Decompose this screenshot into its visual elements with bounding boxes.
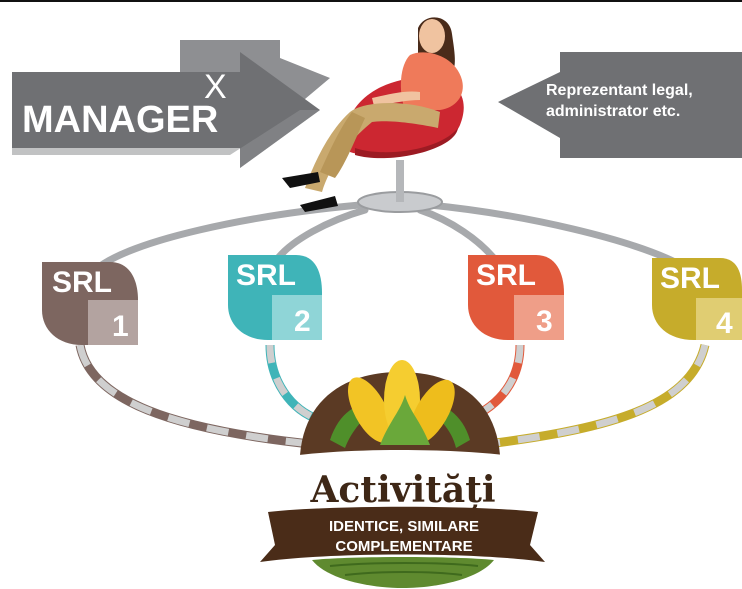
manager-figure <box>282 17 464 213</box>
manager-x-label: X <box>204 68 227 106</box>
srl-tag-1-number-panel <box>88 300 138 345</box>
representative-line-2: administrator etc. <box>546 103 680 120</box>
manager-label: MANAGER <box>22 99 218 141</box>
srl-tag-4-number-panel <box>696 298 742 340</box>
connector-lines <box>91 201 679 274</box>
leaf-right-icon <box>418 401 470 448</box>
representative-arrow-body <box>498 52 742 158</box>
arm-icon <box>372 91 420 106</box>
representative-arrow: Reprezentant legal, administrator etc. <box>498 52 742 158</box>
title-band <box>258 450 548 508</box>
connector-srl-1 <box>91 201 364 274</box>
head-icon <box>419 19 445 53</box>
chair-shadow <box>355 128 458 159</box>
husk-icon <box>380 395 430 445</box>
chair-stem <box>396 160 404 202</box>
activities-line-1: IDENTICE, SIMILARE <box>329 518 479 535</box>
srl-tag-1: SRL 1 <box>42 262 138 345</box>
link-srl-1-dash <box>76 344 321 449</box>
subtitle-banner <box>260 506 545 562</box>
top-border <box>0 0 742 2</box>
srl-tag-4-number: 4 <box>716 307 733 340</box>
shoe-right-icon <box>300 196 338 212</box>
srl-tag-1-number: 1 <box>112 310 129 343</box>
connector-srl-2 <box>271 206 369 266</box>
cob-left-icon <box>347 377 393 443</box>
leg-front-icon <box>320 112 365 178</box>
srl-tag-1-label: SRL <box>52 266 112 299</box>
corn-icon <box>330 360 470 448</box>
activity-links <box>75 343 710 450</box>
srl-tag-4: SRL 4 <box>652 258 742 340</box>
legs-icon <box>305 103 440 192</box>
srl-tag-2: SRL 2 <box>228 255 322 340</box>
link-srl-2-dash <box>266 344 322 424</box>
srl-tag-2-label: SRL <box>236 259 296 292</box>
link-srl-4-dash <box>479 344 709 449</box>
connector-srl-3 <box>416 206 501 266</box>
srl-tag-2-number-panel <box>272 295 322 340</box>
srl-tag-3-label: SRL <box>476 259 536 292</box>
activities-emblem: Activități IDENTICE, SIMILARE COMPLEMENT… <box>258 360 548 588</box>
srl-tag-2-number: 2 <box>294 305 311 338</box>
activities-title: Activități <box>309 469 495 511</box>
shoe-left-icon <box>282 172 320 188</box>
manager-arrow: MANAGER X <box>12 40 330 168</box>
representative-line-1: Reprezentant legal, <box>546 82 693 99</box>
srl-tag-4-label: SRL <box>660 262 720 295</box>
manager-arrow-shade <box>12 110 320 168</box>
field-stripes <box>329 562 479 576</box>
manager-arrow-body <box>12 52 320 168</box>
srl-tag-3-number-panel <box>514 295 564 340</box>
activities-line-2: COMPLEMENTARE <box>335 538 472 555</box>
leaf-left-icon <box>330 401 385 448</box>
connector-srl-4 <box>426 201 679 266</box>
srl-tag-3: SRL 3 <box>468 255 564 340</box>
srl-tag-3-number: 3 <box>536 305 553 338</box>
